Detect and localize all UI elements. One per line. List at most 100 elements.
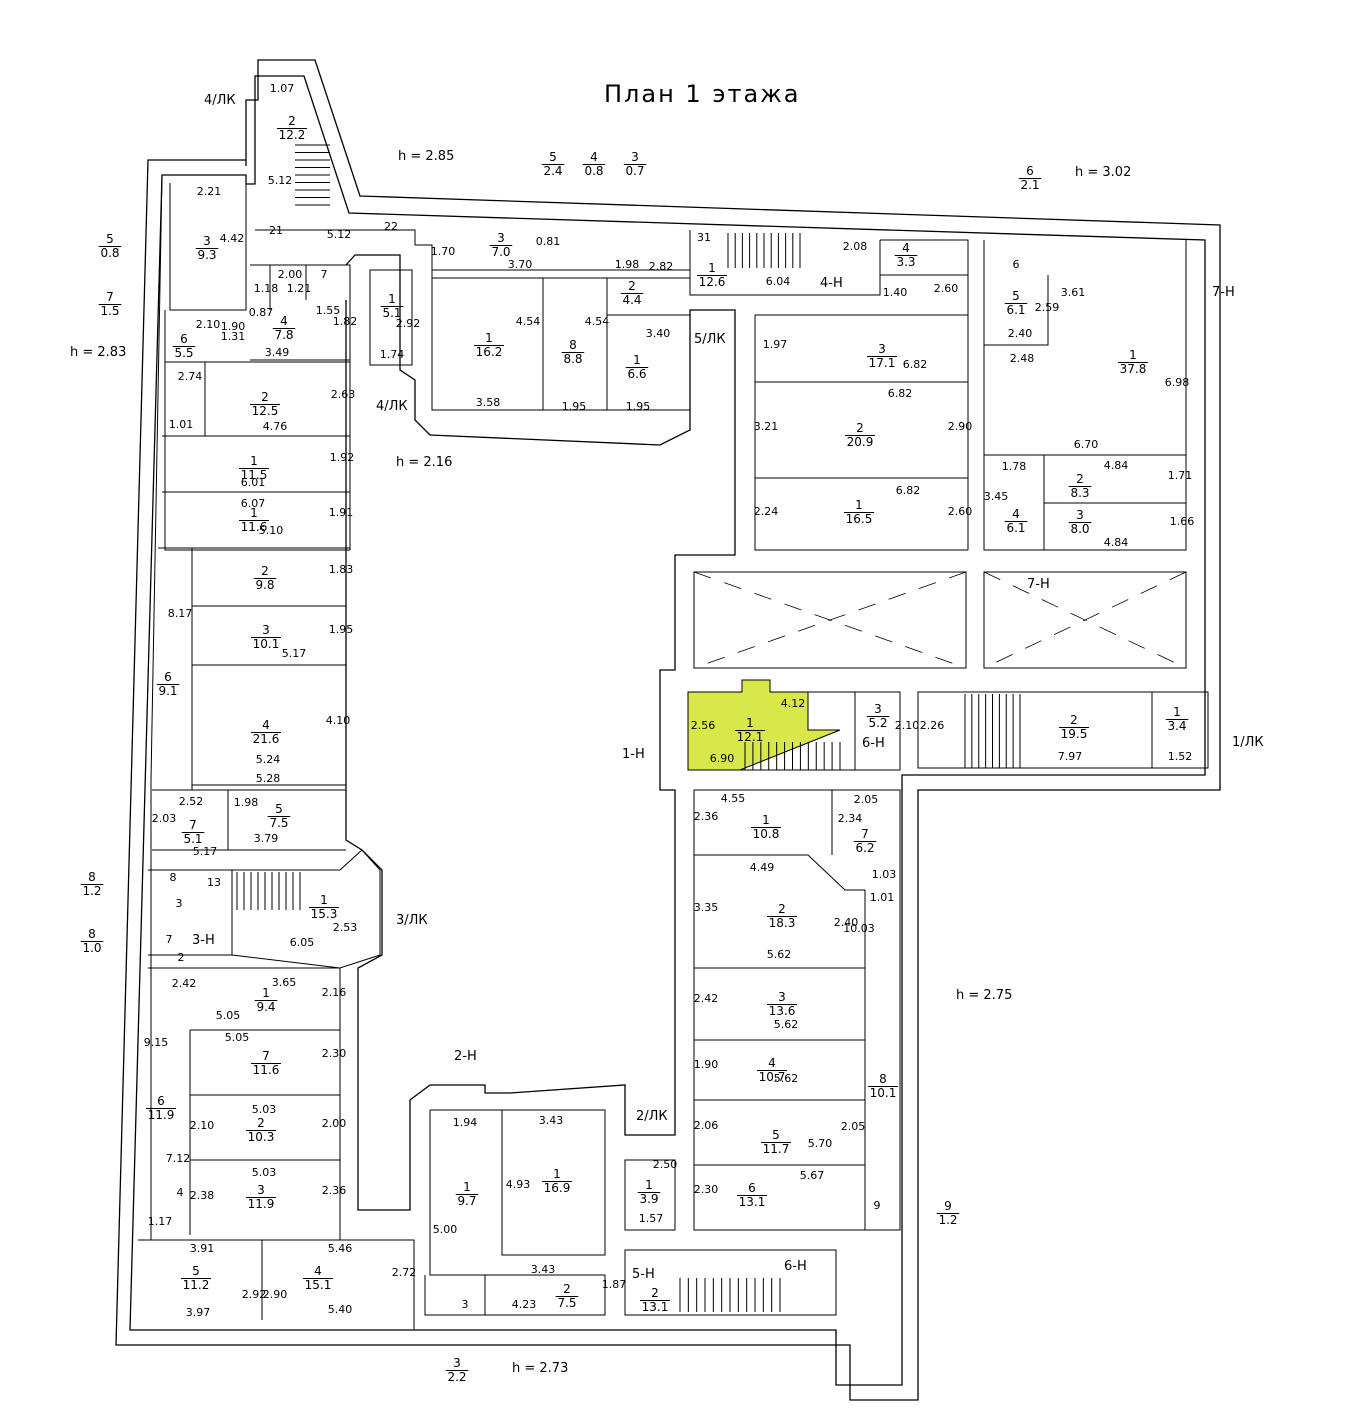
dimension-label: 2.42 <box>694 992 719 1005</box>
stair-label: 3-Н <box>192 933 215 948</box>
room-area: 7.8 <box>274 328 293 342</box>
room-area: 10.7 <box>759 1070 786 1084</box>
room-area: 1.0 <box>82 941 101 955</box>
dimension-label: 5.62 <box>774 1018 799 1031</box>
room-number: 6 <box>748 1181 756 1195</box>
dimension-label: 7 <box>321 268 328 281</box>
dimension-label: 3.40 <box>646 327 671 340</box>
dimension-label: 22 <box>384 220 398 233</box>
dimension-label: 5.62 <box>774 1072 799 1085</box>
dimension-label: 2.00 <box>322 1117 347 1130</box>
room-label: 613.1 <box>737 1181 767 1209</box>
room-number: 9 <box>944 1199 952 1213</box>
room-label: 116.2 <box>474 331 504 359</box>
dimension-label: 2.74 <box>178 370 203 383</box>
dimension-label: 2.92 <box>396 317 421 330</box>
room-area: 7.5 <box>557 1296 576 1310</box>
staircase-hatching <box>236 144 1021 1312</box>
room-label: 212.2 <box>277 114 307 142</box>
room-label: 115.3 <box>309 893 339 921</box>
room-label: 310.1 <box>251 623 281 651</box>
dimension-label: 5.17 <box>282 647 307 660</box>
dimension-label: 8.17 <box>168 607 193 620</box>
room-number: 2 <box>628 279 636 293</box>
dimension-label: 2.52 <box>179 795 204 808</box>
room-area: 5.2 <box>868 716 887 730</box>
room-label: 69.1 <box>156 670 180 698</box>
dimension-label: 1.74 <box>380 348 405 361</box>
dimension-label: 5.62 <box>767 948 792 961</box>
dimension-label: 5.03 <box>252 1166 277 1179</box>
room-number: 5 <box>549 150 557 164</box>
room-label: 415.1 <box>303 1264 333 1292</box>
room-number: 4 <box>1012 507 1020 521</box>
dimension-label: 2.82 <box>649 260 674 273</box>
room-label: 39.3 <box>195 234 219 262</box>
room-number: 6 <box>180 332 188 346</box>
room-label: 43.3 <box>894 241 918 269</box>
room-area: 11.2 <box>183 1278 210 1292</box>
room-number: 7 <box>106 290 114 304</box>
dimension-label: 2.00 <box>278 268 303 281</box>
room-label: 410.7 <box>757 1056 787 1084</box>
dimension-label: 3.79 <box>254 832 279 845</box>
dimension-label: 1.92 <box>330 451 355 464</box>
dimension-label: 1.55 <box>316 304 341 317</box>
room-label: 19.7 <box>455 1180 479 1208</box>
stair-label: 1-Н <box>622 747 645 762</box>
dimension-label: 6.04 <box>766 275 791 288</box>
room-label: 219.5 <box>1059 713 1089 741</box>
room-label: 38.0 <box>1068 508 1092 536</box>
dimension-label: 2.03 <box>152 812 177 825</box>
room-number: 3 <box>878 342 886 356</box>
dimension-label: 2.08 <box>843 240 868 253</box>
dimension-label: 1.40 <box>883 286 908 299</box>
dimension-label: 1.90 <box>221 320 246 333</box>
dimension-label: 5.05 <box>225 1031 250 1044</box>
room-label: 46.1 <box>1004 507 1028 535</box>
dimension-label: 2.36 <box>322 1184 347 1197</box>
room-number: 6 <box>164 670 172 684</box>
room-area: 21.6 <box>253 732 280 746</box>
dimension-label: 8 <box>170 871 177 884</box>
room-number: 2 <box>261 564 269 578</box>
dimension-label: 2.48 <box>1010 352 1035 365</box>
room-label: 110.8 <box>751 813 781 841</box>
room-area: 3.9 <box>639 1192 658 1206</box>
room-number: 1 <box>250 506 258 520</box>
room-area: 2.4 <box>543 164 562 178</box>
dimension-label: 2.05 <box>854 793 879 806</box>
room-area: 13.1 <box>739 1195 766 1209</box>
dimension-label: 0.87 <box>249 306 274 319</box>
dimension-label: 2 <box>178 951 185 964</box>
stair-label: 5/ЛК <box>694 332 726 347</box>
room-area: 10.1 <box>253 637 280 651</box>
room-number: 2 <box>257 1116 265 1130</box>
dimension-label: 2.40 <box>1008 327 1033 340</box>
dimension-label: 2.26 <box>920 719 945 732</box>
room-area: 6.6 <box>627 367 646 381</box>
room-label: 24.4 <box>620 279 644 307</box>
room-label: 711.6 <box>251 1049 281 1077</box>
dimension-label: 2.16 <box>322 986 347 999</box>
room-number: 2 <box>1076 472 1084 486</box>
room-area: 12.5 <box>252 404 279 418</box>
room-area: 11.6 <box>253 1063 280 1077</box>
dimension-label: 2.10 <box>895 719 920 732</box>
dimension-label: 10.03 <box>843 922 875 935</box>
room-area: 9.3 <box>197 248 216 262</box>
dimension-label: 1.82 <box>333 315 358 328</box>
dimension-label: 4.49 <box>750 861 775 874</box>
room-label: 81.0 <box>80 927 104 955</box>
room-label: 40.8 <box>582 150 606 178</box>
room-number: 2 <box>563 1282 571 1296</box>
room-number: 1 <box>250 454 258 468</box>
room-number: 3 <box>257 1183 265 1197</box>
room-label: 311.9 <box>246 1183 276 1211</box>
room-area: 6.1 <box>1006 303 1025 317</box>
dimension-label: 2.10 <box>196 318 221 331</box>
dimension-label: 1.95 <box>562 400 587 413</box>
stair-label: 6-Н <box>784 1259 807 1274</box>
dimension-label: 6.82 <box>888 387 913 400</box>
